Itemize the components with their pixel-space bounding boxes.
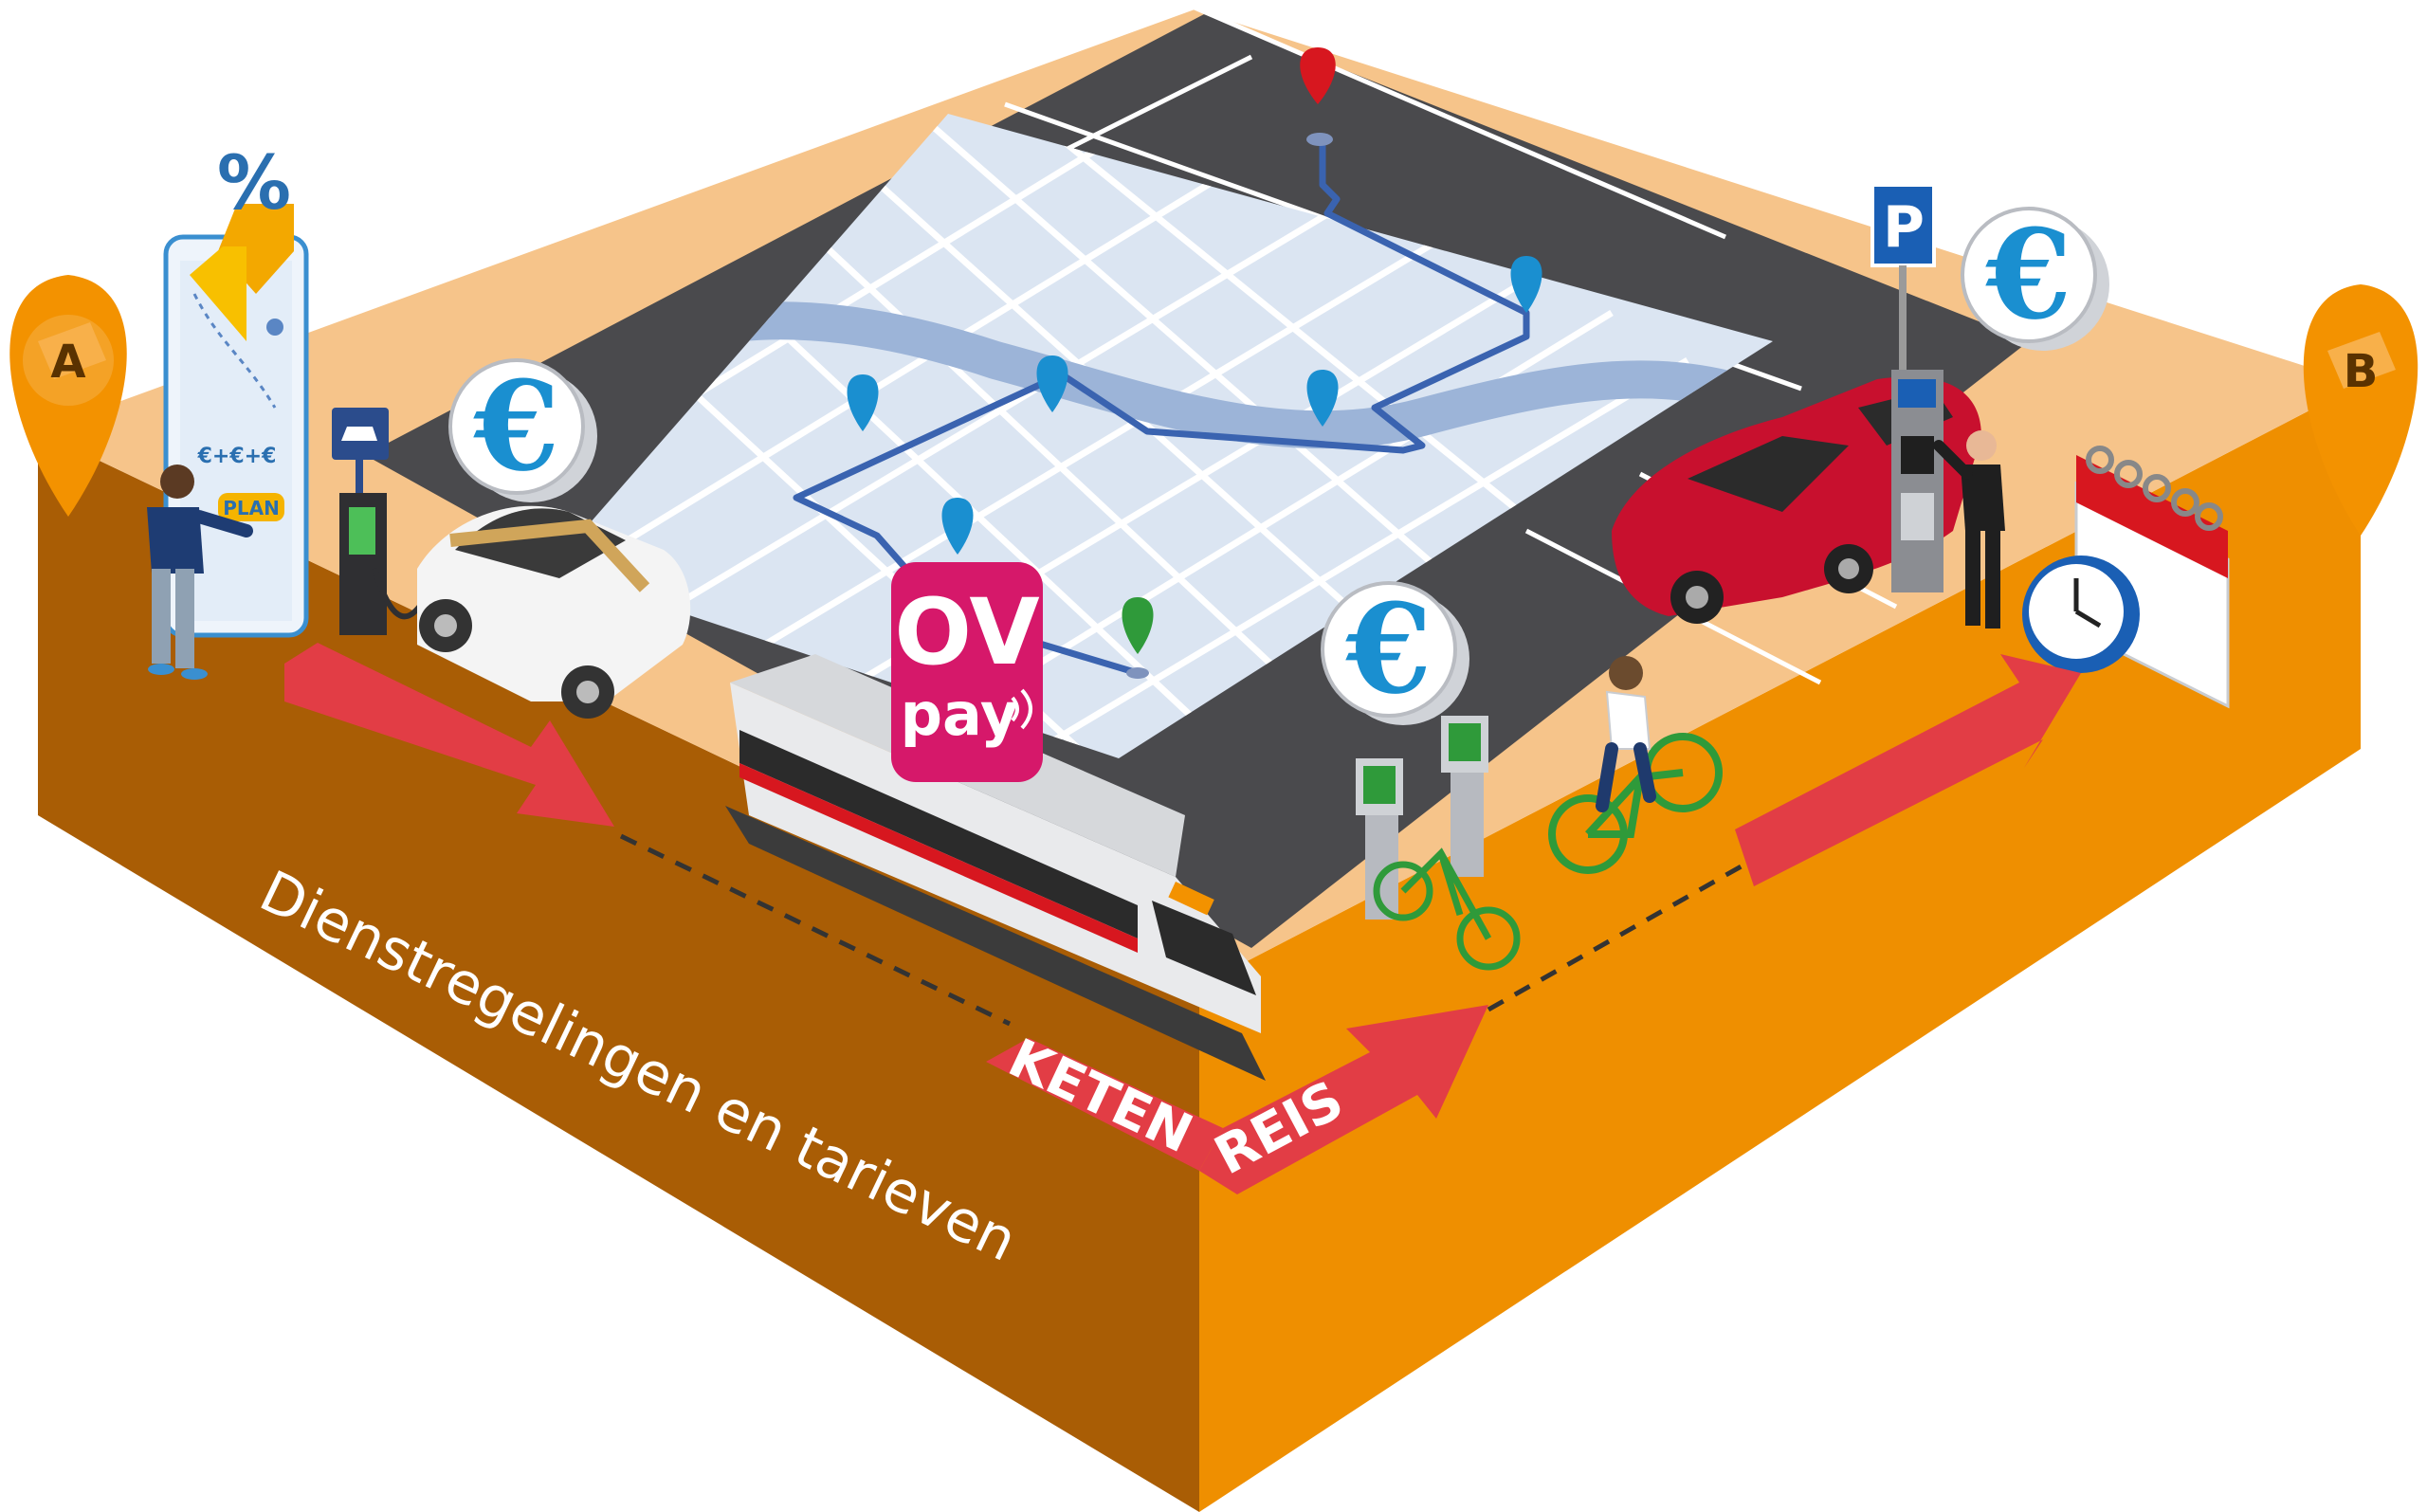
map-pin-blue-icon	[941, 498, 974, 555]
euro-icon: €	[448, 354, 597, 502]
ovpay-logo: OV pay	[891, 562, 1043, 782]
ovpay-line1: OV	[894, 579, 1039, 685]
shared-bike	[1373, 847, 1521, 971]
train	[725, 654, 1266, 1081]
map-pin-red-icon	[1300, 47, 1336, 146]
keten-arrow	[986, 1038, 1223, 1171]
map-pin-blue-icon	[847, 374, 879, 431]
parking-sign-letter: P	[1883, 194, 1925, 261]
paying-person	[1933, 430, 2005, 628]
pin-a-letter: A	[50, 336, 85, 389]
pin-b-icon: B	[2303, 284, 2418, 536]
euro-symbol: €	[1985, 202, 2071, 347]
red-car	[1612, 376, 1981, 624]
map-pin-blue-icon	[1306, 370, 1339, 427]
pin-b-letter: B	[2344, 345, 2379, 398]
journey-arrow	[1735, 654, 2081, 886]
euro-icon: €	[1321, 576, 1469, 725]
parking-sign-icon: P	[1870, 183, 1936, 398]
euro-icon: €	[1961, 202, 2109, 351]
journey-path	[619, 833, 1746, 1027]
discount-symbol: %	[217, 141, 291, 227]
traveler-person	[147, 465, 253, 680]
phone-price-line: €+€+€	[197, 445, 277, 468]
parking-line	[1194, 5, 1726, 240]
euro-symbol: €	[1345, 576, 1432, 721]
discount-icon: %	[190, 141, 294, 341]
trip-route	[793, 142, 1530, 677]
clock-icon	[2022, 556, 2140, 673]
phone-plan-button[interactable]	[218, 493, 284, 521]
map-pin-blue-icon	[1036, 355, 1068, 412]
journey-arrow	[284, 643, 614, 827]
ovpay-line2: pay	[901, 680, 1019, 749]
cyclist	[1548, 656, 1723, 874]
phone-plan-label: PLAN	[223, 497, 280, 519]
reis-arrow	[1199, 1005, 1488, 1194]
electric-car	[417, 505, 691, 719]
map-pin-green-icon	[1122, 597, 1154, 679]
map-pin-blue-icon	[1510, 256, 1542, 313]
euro-symbol: €	[473, 354, 559, 499]
route-stop-pins	[847, 47, 1542, 679]
parking-meter	[1891, 370, 1943, 592]
pin-a-icon: A	[9, 275, 127, 517]
